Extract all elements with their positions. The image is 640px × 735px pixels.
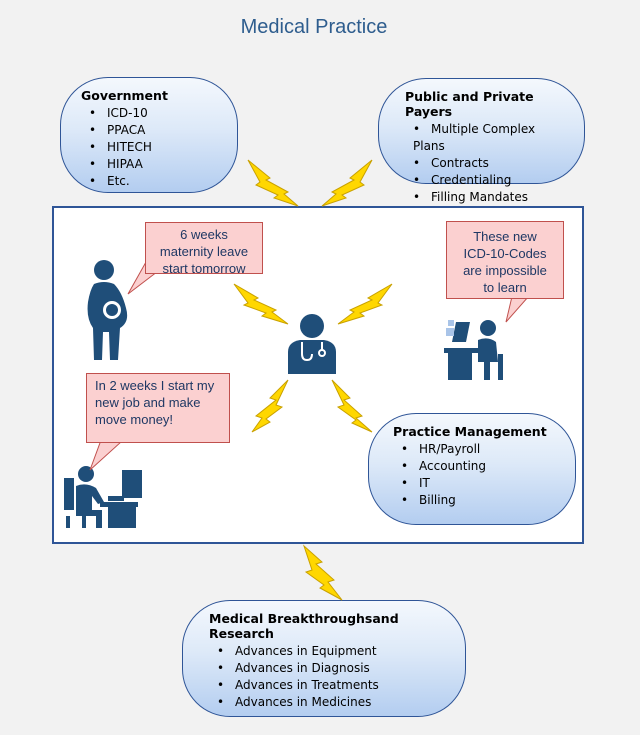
icd-codes-callout: These new ICD-10-Codes are impossible to… (446, 221, 564, 299)
list-item: Accounting (401, 458, 559, 475)
list-item: PPACA (89, 122, 221, 139)
list-item: HR/Payroll (401, 441, 559, 458)
medical-research-title: Medical Breakthroughsand Research (209, 611, 399, 641)
practice-management-title: Practice Management (393, 424, 547, 439)
payers-bubble: Public and Private Payers Multiple Compl… (378, 78, 585, 204)
lightning-bolt-icon (302, 544, 343, 601)
lightning-bolt-icon (321, 159, 373, 207)
list-item: Multiple Complex Plans (413, 121, 568, 155)
doctor-icon (288, 314, 336, 374)
list-item: IT (401, 475, 559, 492)
callout-line: new job and make (95, 395, 201, 410)
page-title: Medical Practice (240, 16, 388, 38)
callout-line: 6 weeks (180, 227, 228, 242)
callout-line: to learn (483, 280, 527, 295)
callout-line: start tomorrow (162, 261, 246, 276)
new-job-callout: In 2 weeks I start my new job and make m… (86, 373, 230, 443)
medical-research-bubble: Medical Breakthroughsand Research Advanc… (182, 600, 466, 717)
pregnant-woman-icon (87, 260, 128, 360)
list-item: Contracts (413, 155, 568, 172)
callout-line: maternity leave (159, 244, 249, 259)
list-item: Filling Mandates (413, 189, 568, 206)
lightning-bolt-icon (331, 379, 373, 433)
list-item: HITECH (89, 139, 221, 156)
list-item: Advances in Diagnosis (217, 660, 449, 677)
maternity-callout: 6 weeks maternity leave start tomorrow (145, 222, 263, 276)
lightning-bolt-icon (247, 159, 299, 207)
worker-at-computer-icon (64, 466, 142, 528)
lightning-bolt-icon (233, 283, 289, 325)
lightning-bolt-icon (251, 379, 289, 433)
practice-management-list: HR/Payroll Accounting IT Billing (393, 441, 559, 509)
government-title: Government (81, 88, 168, 103)
lightning-bolt-icon (337, 283, 393, 325)
practice-management-bubble: Practice Management HR/Payroll Accountin… (368, 413, 576, 525)
list-item: Credentialing (413, 172, 568, 189)
callout-line: In 2 weeks I start my (95, 378, 215, 393)
list-item: Etc. (89, 173, 221, 190)
list-item: Advances in Equipment (217, 643, 449, 660)
callout-line: move money! (95, 412, 174, 427)
callout-line: These new (473, 229, 537, 244)
medical-research-list: Advances in Equipment Advances in Diagno… (209, 643, 449, 711)
list-item: Advances in Treatments (217, 677, 449, 694)
payers-list: Multiple Complex Plans Contracts Credent… (405, 121, 568, 206)
callout-line: are impossible (463, 263, 547, 278)
payers-title: Public and Private Payers (405, 89, 534, 119)
list-item: Billing (401, 492, 559, 509)
callout-line: ICD-10-Codes (463, 246, 547, 261)
list-item: Advances in Medicines (217, 694, 449, 711)
list-item: HIPAA (89, 156, 221, 173)
list-item: ICD-10 (89, 105, 221, 122)
government-bubble: Government ICD-10 PPACA HITECH HIPAA Etc… (60, 77, 238, 193)
worker-at-laptop-icon (444, 320, 503, 380)
government-list: ICD-10 PPACA HITECH HIPAA Etc. (81, 105, 221, 190)
